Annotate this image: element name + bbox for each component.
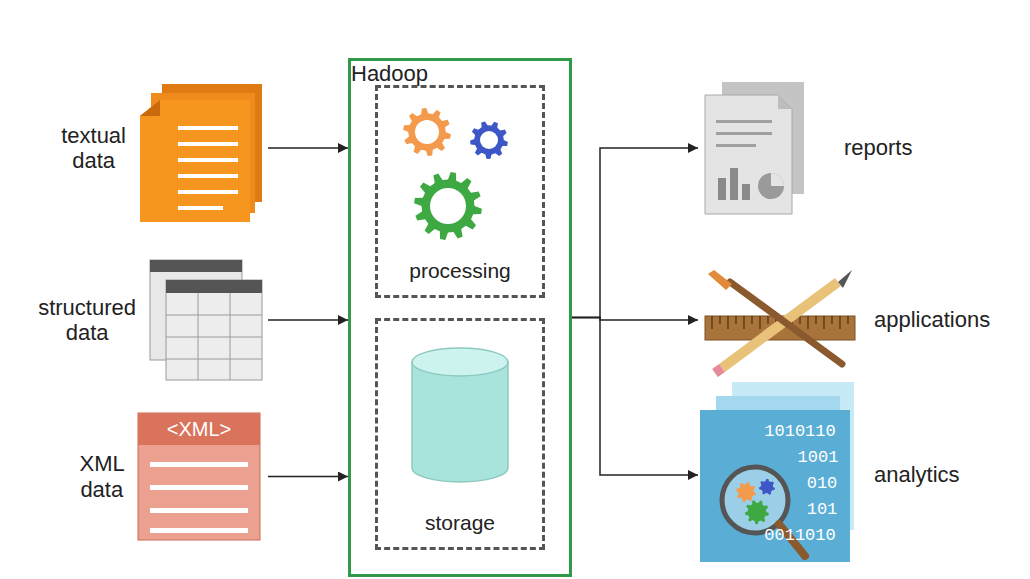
tools-icon	[847, 316, 848, 324]
tools-icon	[711, 316, 712, 329]
report-icon	[705, 95, 792, 214]
binary-digits: 010	[807, 475, 838, 494]
table-icon	[150, 260, 242, 272]
output-target: reports	[698, 80, 918, 216]
text-document-icon	[178, 142, 238, 146]
analytics-icon	[759, 479, 775, 495]
flow-arrow	[268, 476, 348, 478]
tools-icon	[831, 316, 832, 324]
gears	[430, 188, 466, 224]
table-icon	[166, 315, 262, 316]
storage-cylinder	[412, 348, 508, 376]
text-document-icon	[140, 100, 160, 116]
tools-icon	[727, 316, 728, 329]
analytics-icon	[700, 410, 850, 562]
xml-document-icon	[150, 508, 248, 513]
table-icon	[166, 337, 262, 338]
tools-icon	[730, 282, 842, 364]
binary-digits: 1001	[798, 449, 839, 468]
tools-icon	[767, 316, 768, 324]
text-document-icon	[140, 100, 250, 222]
hadoop-frame: processing storage Hadoop	[348, 58, 572, 577]
xml-document-icon	[150, 485, 248, 490]
tools-icon	[838, 270, 852, 288]
report-icon	[705, 82, 804, 214]
text-document-icon	[178, 158, 238, 162]
gears	[403, 108, 508, 240]
table-icon	[150, 260, 262, 380]
node-label: XML data	[80, 451, 124, 502]
gears	[414, 172, 482, 240]
report-icon	[778, 95, 792, 109]
binary-digits: 0011010	[764, 527, 835, 546]
flow-arrow	[572, 318, 698, 476]
tag-label: <XML>	[167, 418, 231, 440]
input-source: structured data	[32, 258, 268, 382]
gears	[415, 120, 439, 144]
analytics-icon	[736, 482, 756, 502]
tools-icon	[719, 316, 720, 324]
component-box: storage	[375, 318, 545, 550]
tools-icon	[722, 282, 838, 368]
node-label: structured data	[38, 295, 136, 346]
tools-icon	[759, 316, 760, 329]
tools-icon	[705, 270, 855, 373]
tools-icon	[823, 316, 824, 329]
report-icon	[771, 173, 784, 186]
text-document-icon	[178, 190, 238, 194]
component-label: processing	[409, 259, 511, 283]
tools-icon	[735, 316, 736, 324]
xml-document-icon	[138, 413, 260, 540]
text-document-icon	[140, 84, 262, 222]
flow-arrow	[268, 147, 348, 149]
xml-document-icon	[138, 413, 260, 445]
table-icon	[166, 359, 262, 360]
analytics-icon	[745, 500, 769, 524]
table-icon	[166, 280, 262, 293]
gears	[480, 131, 498, 149]
report-icon	[742, 184, 750, 200]
storage-cylinder	[412, 362, 508, 482]
node-label: analytics	[874, 462, 960, 487]
input-source: textual data	[55, 80, 268, 216]
component-label: storage	[425, 511, 495, 535]
frame-title: Hadoop	[351, 61, 428, 86]
gears	[470, 121, 508, 159]
xml-document-icon	[150, 462, 248, 467]
tools-icon	[799, 316, 800, 324]
tools-icon	[839, 316, 840, 329]
table-icon	[166, 280, 262, 380]
xml-document-icon	[150, 528, 248, 533]
tools-icon	[807, 316, 808, 329]
report-icon	[716, 120, 772, 123]
report-icon	[716, 144, 756, 147]
report-icon	[758, 173, 784, 199]
report-icon	[716, 132, 772, 135]
text-document-icon	[178, 126, 238, 130]
gears	[403, 108, 451, 156]
component-box: processing	[375, 85, 545, 298]
output-target: applications	[698, 265, 996, 375]
binary-digits: 101	[807, 501, 838, 520]
node-label: applications	[874, 307, 990, 332]
tools-icon	[751, 316, 752, 324]
text-document-icon	[178, 206, 223, 210]
tools-icon	[715, 368, 722, 373]
storage-cylinder	[412, 348, 508, 482]
tools-icon	[708, 270, 732, 290]
binary-digits: 1010110	[764, 423, 835, 442]
flow-arrow	[268, 319, 348, 321]
xml-document-icon	[138, 413, 260, 540]
node-label: reports	[844, 135, 912, 160]
report-icon	[718, 178, 726, 200]
flow-arrow	[572, 148, 698, 318]
report-icon	[730, 168, 738, 200]
tools-icon	[815, 316, 816, 324]
text-document-icon	[178, 174, 238, 178]
analytics-icon	[700, 382, 854, 562]
node-label: textual data	[61, 123, 126, 174]
tools-icon	[743, 316, 744, 329]
